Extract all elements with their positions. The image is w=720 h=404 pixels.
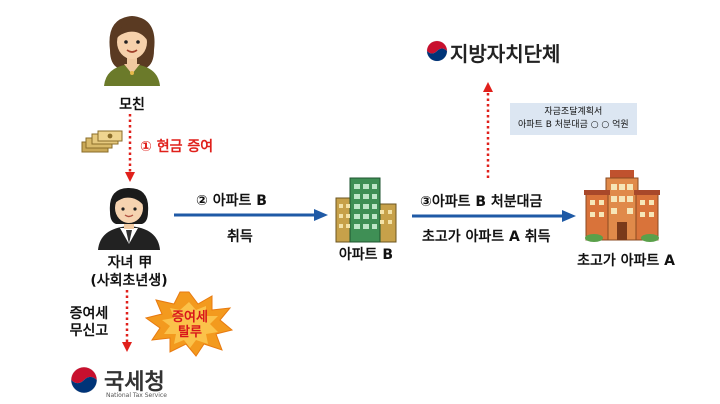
funding-plan-detail: 아파트 B 처분대금 ○ ○ 억원: [518, 120, 629, 130]
apartment-b-label: 아파트 B: [338, 247, 394, 263]
unreported-gift-line2: 무신고: [69, 323, 109, 339]
nts-emblem-icon: [70, 366, 98, 394]
cash-gift-arrow: [125, 114, 135, 182]
unreported-gift-line1: 증여세: [69, 306, 109, 322]
apartment-b-icon: [335, 177, 397, 243]
tax-evasion-label: 증여세 탈루: [160, 310, 220, 340]
unreported-arrow: [122, 290, 132, 352]
tax-evasion-burst-icon: [144, 291, 234, 357]
apartment-a-icon: [584, 170, 660, 242]
cash-gift-label: ① 현금 증여: [140, 139, 214, 155]
report-arrow: [483, 82, 493, 178]
step3-label: ③아파트 B 처분대금: [420, 194, 543, 210]
tax-evasion-line1: 증여세: [172, 310, 208, 325]
mother-label: 모친: [119, 97, 145, 113]
step3-arrow: [412, 210, 576, 222]
funding-plan-box: 자금조달계획서 아파트 B 처분대금 ○ ○ 억원: [510, 103, 637, 135]
government-emblem-icon: [426, 40, 448, 62]
funding-plan-title: 자금조달계획서: [544, 107, 603, 117]
cash-icon: [81, 130, 123, 153]
step2-arrow: [174, 209, 328, 221]
apartment-a-label: 초고가 아파트 A: [577, 253, 675, 269]
nts-sub-label: National Tax Service: [106, 392, 167, 399]
mother-icon: [104, 16, 160, 86]
child-label: 자녀 甲: [107, 255, 153, 271]
local-gov-label: 지방자치단체: [450, 42, 561, 66]
child-icon: [98, 188, 160, 250]
step2-sub-label: 취득: [227, 229, 253, 245]
nts-label: 국세청: [104, 370, 165, 395]
unreported-gift-label: 증여세 무신고: [60, 306, 118, 340]
step2-label: ② 아파트 B: [196, 193, 267, 209]
step3-sub-label: 초고가 아파트 A 취득: [422, 229, 551, 245]
child-sub-label: (사회초년생): [90, 273, 168, 289]
tax-evasion-line2: 탈루: [178, 325, 202, 340]
